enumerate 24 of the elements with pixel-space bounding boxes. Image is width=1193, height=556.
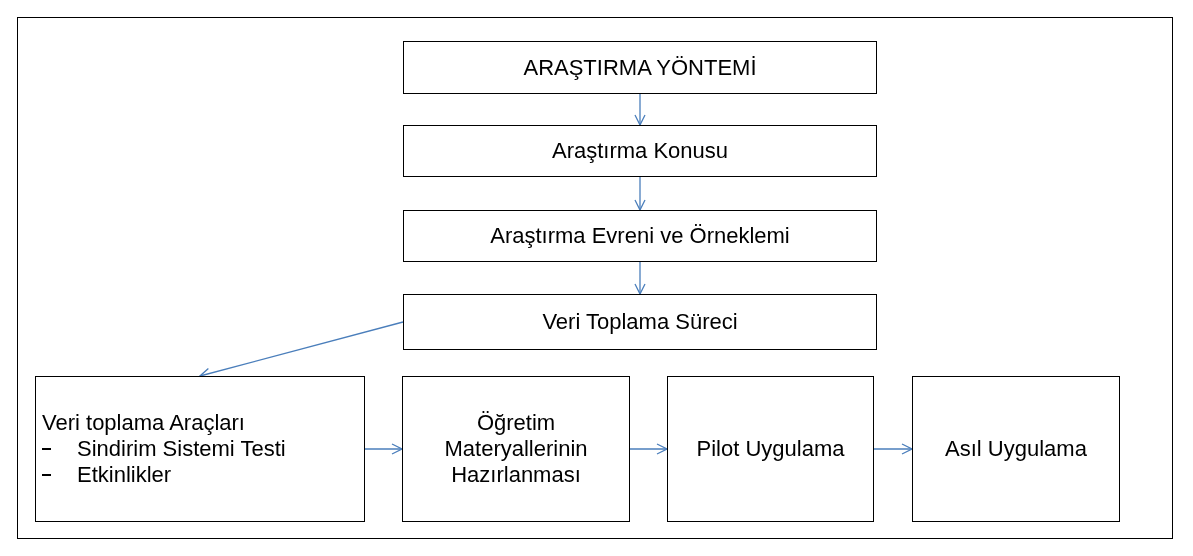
box-label: ARAŞTIRMA YÖNTEMİ <box>523 54 757 81</box>
process-box <box>402 376 630 522</box>
list-item: Sindirim Sistemi Testi <box>77 436 286 462</box>
arrow <box>629 443 668 455</box>
process-box <box>912 376 1120 522</box>
process-box <box>403 210 877 262</box>
box-label: Araştırma Konusu <box>551 138 729 164</box>
process-box <box>35 376 365 522</box>
process-box <box>403 294 877 350</box>
arrow <box>634 176 646 211</box>
box-label: Pilot Uygulama <box>696 436 845 462</box>
box-label: Araştırma Evreni ve Örneklemi <box>490 223 790 249</box>
list-heading: Veri toplama Araçları <box>42 410 246 436</box>
arrow <box>364 443 403 455</box>
process-box <box>403 125 877 177</box>
arrow <box>873 443 913 455</box>
box-label: Veri Toplama Süreci <box>542 309 738 335</box>
box-label: Asıl Uygulama <box>945 436 1087 462</box>
process-box <box>403 41 877 94</box>
arrow <box>634 93 646 126</box>
box-label: Öğretim Materyallerinin Hazırlanması <box>443 410 589 488</box>
list-item: Etkinlikler <box>77 462 172 488</box>
arrow <box>634 261 646 295</box>
process-box <box>667 376 874 522</box>
